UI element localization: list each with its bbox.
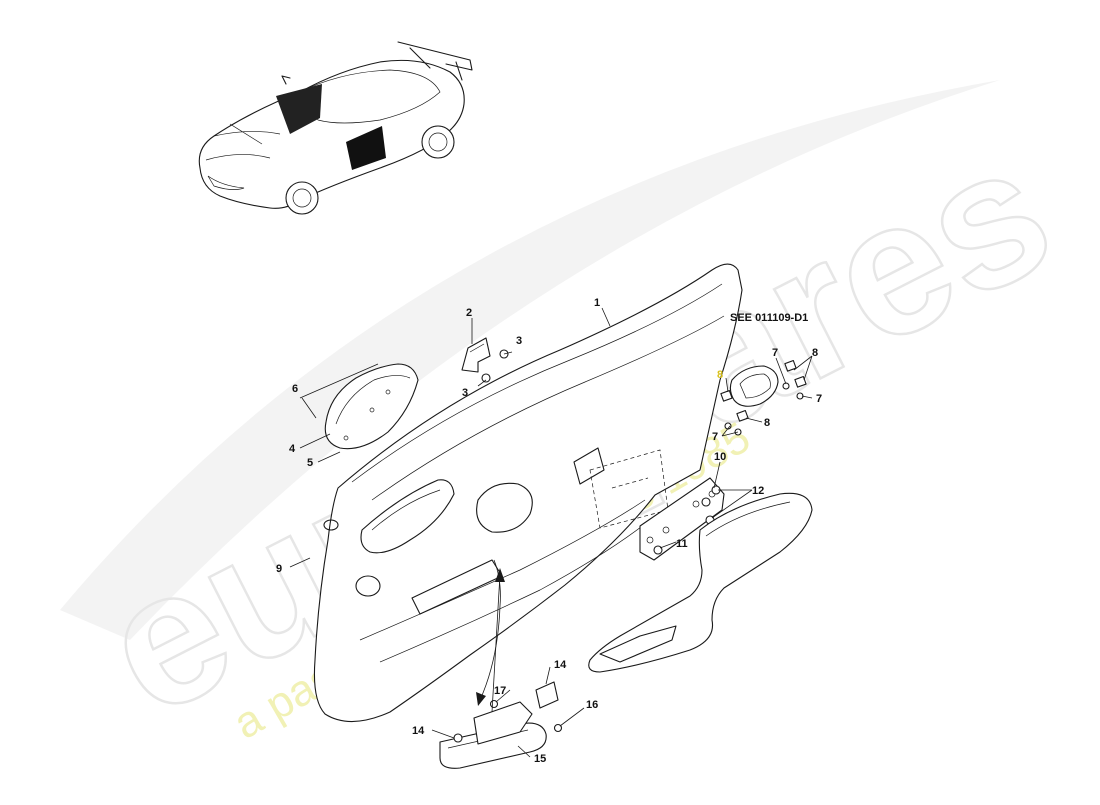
- callout-2: 2: [466, 307, 472, 319]
- reference-note: SEE 011109-D1: [730, 312, 808, 324]
- callout-7-bottom: 7: [712, 431, 718, 443]
- door-speaker-grille: [355, 575, 381, 597]
- car-hood-lines: [205, 123, 281, 161]
- lower-bracket: [473, 701, 533, 745]
- mounting-plate: [639, 477, 725, 561]
- nut-12-b: [701, 497, 711, 507]
- callout-8-bottom: 8: [764, 417, 770, 429]
- door-panel-top-ridge: [351, 283, 723, 483]
- armrest-pad: [588, 492, 813, 673]
- lower-capping-piece: [439, 722, 547, 769]
- callout-15: 15: [534, 753, 546, 765]
- bracket-part: [461, 337, 491, 373]
- car-rear-wheel: [421, 125, 455, 159]
- callout-17: 17: [494, 685, 506, 697]
- callout-7-top: 7: [772, 347, 778, 359]
- car-mirror: [281, 75, 291, 85]
- handle-bezel-frame: [729, 365, 779, 407]
- callout-11: 11: [676, 538, 688, 550]
- capping-trim-piece: [324, 363, 419, 450]
- assembly-arrow: [476, 559, 505, 713]
- armrest-surround: [360, 479, 455, 554]
- callout-7-right: 7: [816, 393, 822, 405]
- callout-12: 12: [752, 485, 764, 497]
- door-trim-panel: [313, 263, 743, 723]
- screw-lower: [481, 373, 491, 383]
- car-rear-wing: [397, 41, 473, 81]
- car-highlighted-door-panel: [346, 126, 386, 170]
- callout-3-upper: 3: [516, 335, 522, 347]
- callout-8-right: 8: [812, 347, 818, 359]
- upper-capping-trim: [324, 363, 419, 450]
- clip-plate-14: [535, 681, 559, 709]
- clip-8-bottom: [736, 409, 749, 422]
- mounting-plate-assembly: [639, 477, 725, 561]
- car-overview-thumbnail: [198, 41, 473, 215]
- door-handle-opening: [573, 447, 605, 485]
- car-roofline: [299, 69, 441, 124]
- callout-4: 4: [289, 443, 296, 455]
- callout-10: 10: [714, 451, 726, 463]
- car-front-wheel: [285, 181, 319, 215]
- clip-8-right: [784, 359, 797, 372]
- screw-16: [553, 723, 563, 733]
- bracket-assembly: [461, 337, 509, 383]
- assembly-arrowhead: [495, 568, 505, 582]
- door-panel-lower-ridge: [359, 499, 646, 641]
- armrest-trim: [360, 479, 455, 554]
- leader-lines: [289, 307, 813, 758]
- clip-8-left: [720, 389, 733, 402]
- armrest-pad-outline: [588, 492, 813, 673]
- callout-8-highlighted: 8: [717, 369, 723, 381]
- callout-1: 1: [594, 297, 600, 309]
- door-panel-outline: [313, 263, 743, 723]
- watermark-swoosh: [60, 80, 1000, 640]
- callout-14-left: 14: [412, 725, 425, 737]
- callout-3-lower: 3: [462, 387, 468, 399]
- clip-8-right-lower: [794, 375, 807, 388]
- callout-labels: 1 2 3 3 4 5 6 7 7 7 8 8 8 9 10 11 12 14 …: [276, 297, 822, 765]
- armrest-pocket: [599, 625, 677, 663]
- callout-5: 5: [307, 457, 313, 469]
- car-grille: [207, 175, 245, 190]
- nut-12-d: [653, 545, 663, 555]
- washer-14: [453, 733, 463, 743]
- callout-16: 16: [586, 699, 598, 711]
- callout-9: 9: [276, 563, 282, 575]
- callout-6: 6: [292, 383, 298, 395]
- callout-14-right: 14: [554, 659, 567, 671]
- car-highlighted-inner-panel: [276, 84, 322, 134]
- door-pull-cup: [476, 482, 533, 533]
